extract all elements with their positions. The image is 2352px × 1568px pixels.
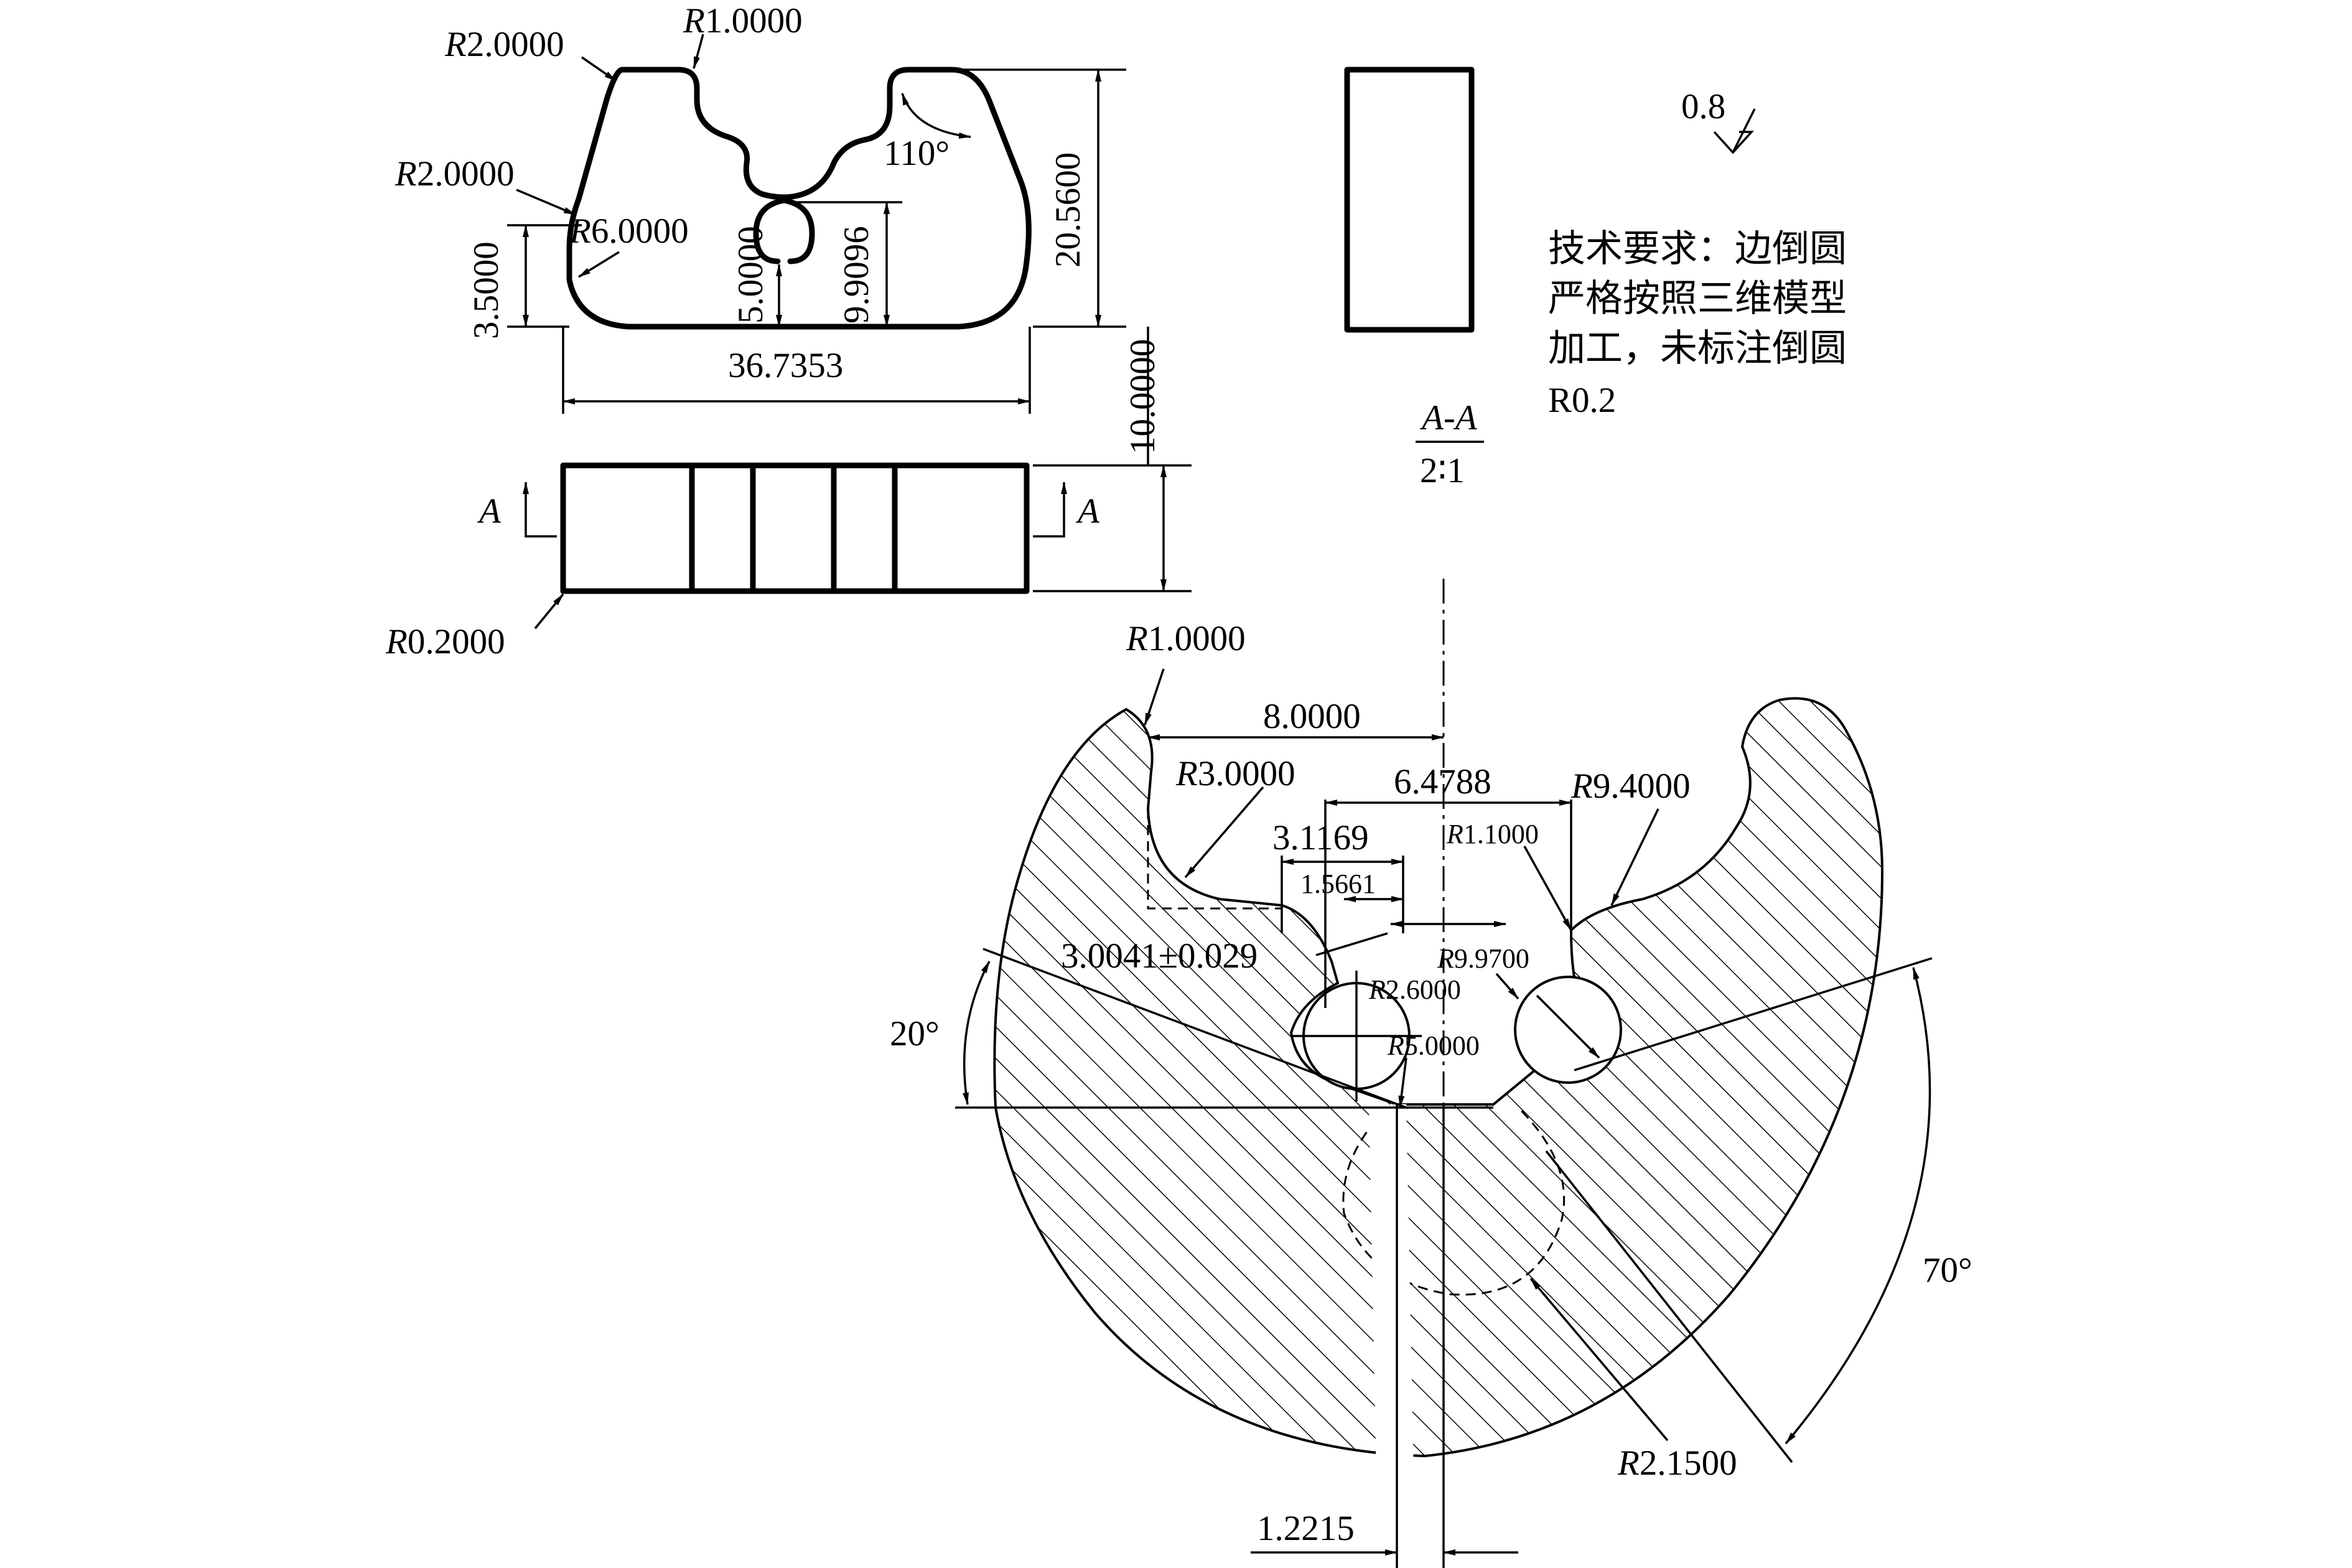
roughness-value: 0.8: [1681, 87, 1725, 126]
tech-line-2: 严格按照三维模型: [1548, 277, 1847, 320]
section-name: A-A: [1419, 398, 1478, 437]
r-left-low-label: R6.0000: [569, 212, 689, 251]
r-9-97-label: R9.9700: [1437, 943, 1529, 974]
top-view-outline: [566, 67, 1032, 330]
dim-width-label: 36.7353: [728, 346, 843, 385]
dim-1-5661-label: 1.5661: [1300, 869, 1376, 899]
r-5-label: R5.0000: [1387, 1030, 1480, 1061]
dim-thickness-label: 10.0000: [1123, 339, 1162, 454]
dim-1-2215-label: 1.2215: [1257, 1509, 1355, 1548]
dim-height-left-label: 3.5000: [467, 241, 506, 339]
r-1-1-label: R1.1000: [1446, 819, 1539, 849]
r-top-left-label: R1.0000: [1126, 619, 1246, 658]
r-left-top-label: R2.0000: [444, 25, 564, 64]
tech-line-4: R0.2: [1548, 381, 1616, 420]
angle-110-label: 110°: [884, 134, 950, 173]
dim-slot-height-label: 9.9096: [837, 226, 876, 324]
section-marker-right: A: [1075, 492, 1100, 531]
dim-8-label: 8.0000: [1263, 697, 1361, 736]
tech-requirements: 技术要求：边倒圆 严格按照三维模型 加工，未标注倒圆 R0.2: [1548, 227, 1847, 420]
r-3-label: R3.0000: [1175, 754, 1295, 793]
r-edge-label: R0.2000: [385, 622, 505, 661]
detail-view: 20° 70° 8.0000 R1.0000 R3.0000 6.4788 R9…: [890, 579, 1972, 1568]
dim-total-height-label: 20.5600: [1048, 152, 1088, 268]
section-view: A-A 2∶1: [1344, 67, 1484, 490]
hole-right: [1514, 976, 1622, 1084]
r-2-15-label: R2.1500: [1617, 1444, 1737, 1483]
section-marker-left: A: [477, 492, 502, 531]
section-rect: [1344, 67, 1475, 333]
dim-3-1169-label: 3.1169: [1272, 818, 1369, 857]
detail-body: [993, 697, 1884, 1458]
r-2-6-label: R2.6000: [1368, 974, 1461, 1005]
section-scale: 2∶1: [1420, 451, 1465, 490]
side-view-body: [560, 462, 1030, 594]
angle-20-label: 20°: [890, 1014, 940, 1053]
top-view: 36.7353 20.5600 3.5000 5.0000 9.9096 110…: [394, 1, 1126, 414]
top-view-keyhole: [753, 197, 815, 264]
side-view: A A 10.0000 R0.2000: [385, 327, 1192, 661]
angle-70-label: 70°: [1923, 1251, 1972, 1290]
surface-roughness: 0.8: [1681, 87, 1756, 154]
r-left-mid-label: R2.0000: [394, 154, 515, 194]
dim-slot-depth-label: 5.0000: [731, 226, 770, 324]
r-notch-top-label: R1.0000: [683, 1, 803, 40]
dim-tol-label: 3.0041±0.029: [1061, 936, 1258, 976]
r-9-4-label: R9.4000: [1570, 767, 1691, 806]
tech-line-3: 加工，未标注倒圆: [1548, 327, 1847, 370]
dim-6-4788-label: 6.4788: [1394, 762, 1491, 801]
tech-line-1: 技术要求：边倒圆: [1548, 227, 1847, 271]
